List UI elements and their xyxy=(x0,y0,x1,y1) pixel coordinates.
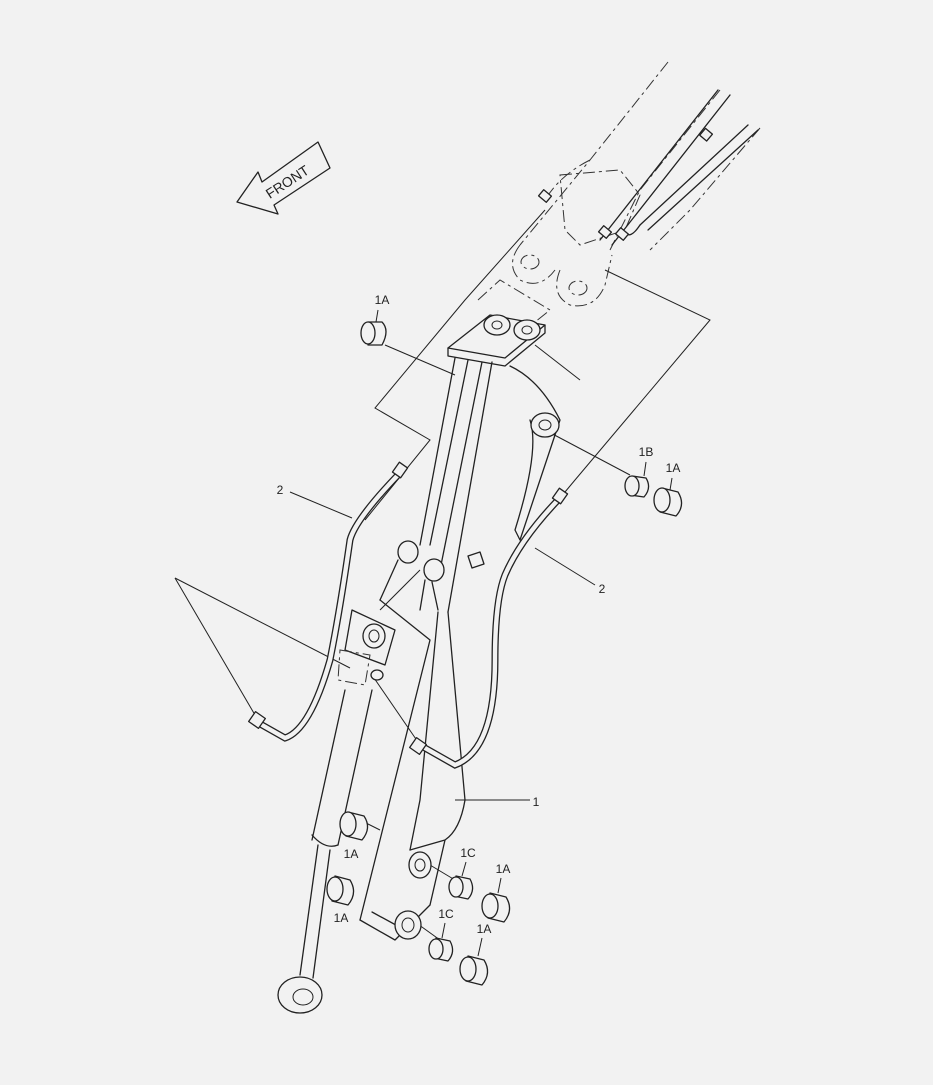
bushing-1A-upper-right xyxy=(481,892,511,923)
callout-1A-lower-left-1: 1A xyxy=(344,847,359,861)
hose-left xyxy=(247,461,409,742)
bushing-1C-lower xyxy=(428,937,454,962)
callout-2-right: 2 xyxy=(599,582,606,596)
callout-1: 1 xyxy=(533,795,540,809)
callout-1A-top: 1A xyxy=(375,293,390,307)
callout-1A-upper-right: 1A xyxy=(496,862,511,876)
callout-1B: 1B xyxy=(639,445,654,459)
bushing-1A-right xyxy=(653,487,683,517)
callout-1C-upper: 1C xyxy=(460,846,476,860)
callout-1A-right: 1A xyxy=(666,461,681,475)
boom-phantom-outline xyxy=(477,61,761,331)
arm-body xyxy=(359,314,561,941)
hose-right xyxy=(408,487,569,769)
boom-cylinder-rods xyxy=(537,89,759,246)
bushing-1B xyxy=(624,475,650,498)
callout-1C-lower: 1C xyxy=(438,907,454,921)
bushing-1C-upper xyxy=(448,875,474,900)
bushing-1A-lower-right xyxy=(459,955,489,986)
bushing-1A-lower-left-2 xyxy=(326,875,355,906)
callouts: 1A 1B 1A 2 2 1 1A 1A 1C 1A 1C 1A xyxy=(277,293,681,957)
bushing-1A-top xyxy=(360,321,387,346)
callout-1A-lower-right: 1A xyxy=(477,922,492,936)
front-arrow: FRONT xyxy=(236,141,331,215)
callout-2-left: 2 xyxy=(277,483,284,497)
bucket-cylinder xyxy=(277,609,396,1014)
bushing-1A-lower-left-1 xyxy=(339,811,369,841)
leader-lines xyxy=(174,209,711,941)
callout-1A-lower-left-2: 1A xyxy=(334,911,349,925)
